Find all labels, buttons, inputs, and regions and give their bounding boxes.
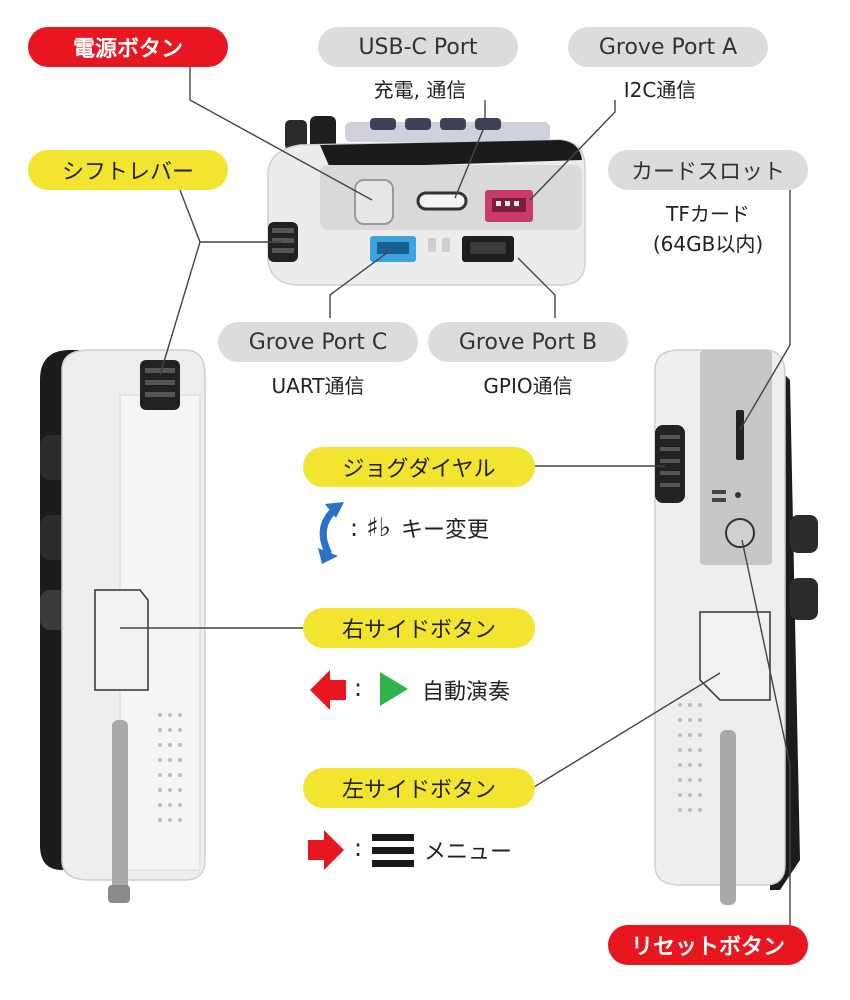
reset-button-label: リセットボタン [608,925,808,965]
right-side-button-label: 右サイドボタン [303,608,535,648]
device-left-side-view [40,349,206,903]
usbc-port-desc: 充電, 通信 [373,78,467,102]
line-shift-lever-left [159,241,201,376]
left-side-button-desc: メニュー [424,840,513,865]
left-side-button-legend: : [348,834,370,862]
sharp-flat-symbol: ♯♭ [366,513,391,543]
card-slot-desc-1: TFカード [666,202,750,226]
grove-port-c-desc: UART通信 [271,374,365,398]
legend-colon: : [354,834,363,862]
line-reset-button [741,539,791,925]
line-grove-c [329,251,389,318]
power-button-label: 電源ボタン [28,27,228,67]
card-slot-label: カードスロット [608,150,808,190]
jog-dial-label: ジョグダイヤル [303,447,535,487]
hamburger-menu-icon [372,834,414,867]
line-shift-lever-top [179,189,282,243]
right-side-button-legend: : [348,674,370,702]
rotate-arrows-icon [318,502,344,564]
grove-port-a-label: Grove Port A [568,27,768,67]
line-grove-b [517,257,556,318]
usbc-port-label: USB-C Port [318,27,518,67]
grove-port-a-desc: I2C通信 [623,78,697,102]
legend-colon: : [354,674,363,702]
device-top-view [267,116,586,286]
left-side-button-label: 左サイドボタン [303,768,535,808]
line-left-side-button [533,672,721,788]
play-icon [380,672,408,706]
legend-colon: : [350,514,359,542]
device-right-side-view [654,349,818,905]
jog-dial-legend: : ♯♭ キー変更 [344,512,489,544]
shift-lever-label: シフトレバー [28,150,228,190]
line-power-button [189,65,373,201]
grove-port-b-label: Grove Port B [428,322,628,362]
grove-port-c-label: Grove Port C [218,322,418,362]
left-arrow-icon [310,670,346,710]
line-usbc [454,100,486,199]
card-slot-desc-2: (64GB以内) [652,232,764,256]
grove-port-b-desc: GPIO通信 [483,374,573,398]
right-arrow-icon [308,830,344,870]
line-grove-a [529,100,616,201]
right-side-button-desc: 自動演奏 [422,680,511,705]
leader-lines [120,65,791,925]
line-card-slot [739,190,791,431]
jog-dial-desc: キー変更 [400,518,489,543]
